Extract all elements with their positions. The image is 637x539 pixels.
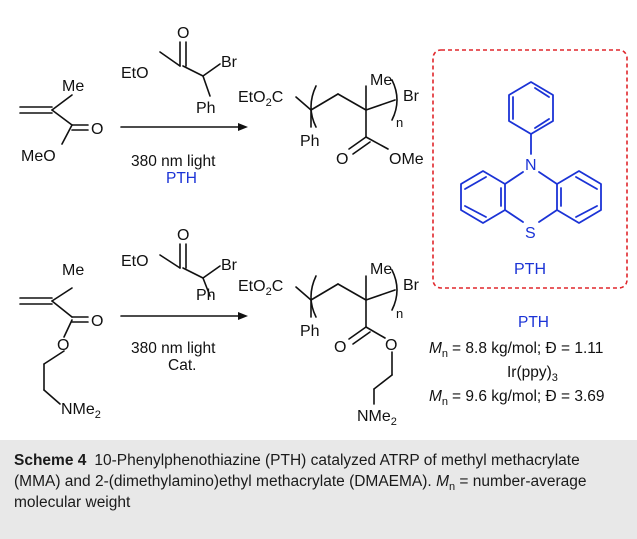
pdmaema-ph-label: Ph [300, 323, 320, 340]
pdmaema-n-label: n [396, 306, 403, 321]
dmaema-ester-o-label: O [57, 337, 69, 354]
initiator-top [159, 41, 221, 97]
pdmaema-me-label: Me [370, 261, 392, 278]
condition-light-bottom: 380 nm light [131, 340, 216, 357]
mma-monomer [19, 94, 89, 145]
dmaema-monomer [19, 287, 89, 405]
caption-mn-symbol: M [436, 473, 449, 490]
pmma-o-label: O [336, 151, 348, 168]
pth-box-label: PTH [514, 261, 546, 278]
pdmaema-product [295, 269, 398, 405]
initiator-bottom-eto-label: EtO [121, 253, 149, 270]
pmma-eto2c-label: EtO2C [238, 89, 283, 109]
condition-catalyst-top: PTH [166, 170, 197, 187]
pth-highlight-box [432, 49, 628, 289]
result-catalyst-1: PTH [518, 314, 549, 331]
scheme-drawing: Me O MeO O EtO Br Ph 380 nm light PTH Et… [19, 25, 628, 428]
pdmaema-ester-o-label: O [385, 337, 397, 354]
initiator-bottom-ph-label: Ph [196, 287, 216, 304]
result-line-2: Mn= 9.6 kg/mol; Đ = 3.69 [429, 388, 605, 408]
mma-meo-label: MeO [21, 148, 56, 165]
pdmaema-br-label: Br [403, 277, 420, 294]
dmaema-me-label: Me [62, 262, 84, 279]
condition-light-top: 380 nm light [131, 153, 216, 170]
reaction-arrow-top [120, 123, 248, 131]
result-line-1: Mn= 8.8 kg/mol; Đ = 1.11 [429, 340, 603, 360]
caption-mn-definition: = number-average molecular weight [14, 473, 587, 511]
condition-catalyst-bottom: Cat. [168, 357, 196, 374]
pth-atom-n: N [525, 157, 537, 174]
result-catalyst-2: Ir(ppy)3 [507, 364, 558, 384]
pmma-product [295, 79, 398, 155]
pth-atom-s: S [525, 225, 536, 242]
initiator-bottom [159, 243, 221, 297]
pdmaema-eto2c-label: EtO2C [238, 278, 283, 298]
pmma-me-label: Me [370, 72, 392, 89]
dmaema-nme2-label: NMe2 [61, 401, 101, 421]
reaction-scheme: Me O MeO O EtO Br Ph 380 nm light PTH Et… [19, 25, 628, 428]
caption-mn-sub: n [448, 481, 456, 494]
pth-molecule [460, 81, 602, 224]
initiator-top-br-label: Br [221, 54, 238, 71]
pmma-n-label: n [396, 115, 403, 130]
pmma-ph-label: Ph [300, 133, 320, 150]
mma-carbonyl-o-label: O [91, 121, 103, 138]
pdmaema-carbonyl-o-label: O [334, 339, 346, 356]
initiator-top-eto-label: EtO [121, 65, 149, 82]
pmma-ome-label: OMe [389, 151, 424, 168]
initiator-bottom-o-label: O [177, 227, 189, 244]
initiator-top-o-label: O [177, 25, 189, 42]
pdmaema-nme2-label: NMe2 [357, 408, 397, 428]
mma-me-label: Me [62, 78, 84, 95]
initiator-top-ph-label: Ph [196, 100, 216, 117]
dmaema-carbonyl-o-label: O [91, 313, 103, 330]
reaction-arrow-bottom [120, 312, 248, 320]
initiator-bottom-br-label: Br [221, 257, 238, 274]
pmma-br-label: Br [403, 88, 420, 105]
caption-label: Scheme 4 [14, 452, 87, 469]
caption-text: 10-Phenylphenothiazine (PTH) catalyzed A… [14, 452, 580, 490]
